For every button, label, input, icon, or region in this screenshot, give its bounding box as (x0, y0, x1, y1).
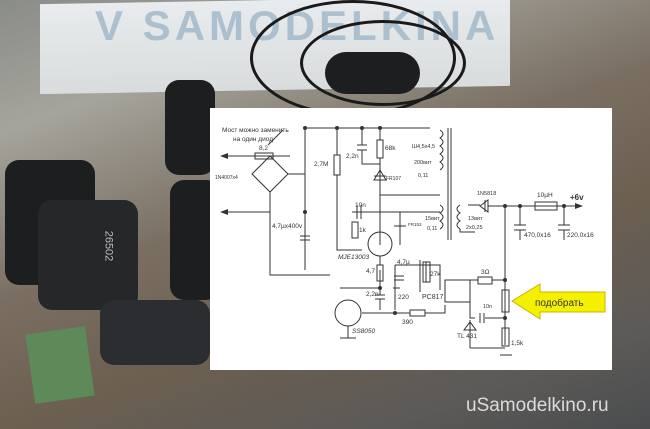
label-c-snubber: 2,2n (346, 153, 359, 160)
label-ref: TL 431 (457, 333, 477, 340)
label-r-snubber: 68k (385, 145, 396, 152)
label-primary-turns: 200вит (414, 160, 432, 166)
label-r-bottom: 1,5k (511, 340, 524, 347)
label-c-tl: 10n (483, 304, 492, 310)
circuit-diagram: Мост можно заменить на один диод 8,2 1N4… (215, 126, 606, 356)
device-label: 26502 (102, 230, 115, 262)
label-q-ctrl: SS8050 (352, 328, 376, 335)
schematic-panel: Мост можно заменить на один диод 8,2 1N4… (210, 108, 612, 370)
label-r-base: 1k (359, 227, 367, 234)
label-c-input: 4,7µx400v (272, 223, 303, 230)
label-output: +6v (570, 193, 584, 202)
label-r-390: 390 (402, 319, 413, 326)
label-transformer: Ш4,5x4,5 (412, 144, 435, 150)
cable (300, 20, 466, 106)
label-bridge: 1N4007x4 (215, 175, 238, 181)
green-board (25, 326, 95, 404)
device-mouse (325, 52, 420, 94)
label-r-emitter: 4,7 (366, 268, 375, 275)
label-r-start: 2,7M (314, 161, 328, 168)
label-c-out2: 220,0x16 (567, 232, 594, 239)
label-secondary-turns: 13вит (468, 216, 483, 222)
label-feedback-wire: 0,11 (427, 226, 437, 232)
charger: 26502 (38, 200, 138, 310)
label-primary-wire: 0,11 (418, 173, 428, 179)
label-d-out: 1N5818 (477, 191, 496, 197)
note-line1: Мост можно заменить (222, 127, 289, 134)
callout-label: подобрать (535, 297, 584, 309)
label-r-led: 3Ω (481, 269, 490, 276)
callout-arrow: подобрать (511, 283, 606, 320)
label-d-feedback: FR153 (408, 222, 422, 227)
label-c-out1: 470,0x16 (524, 232, 551, 239)
site-watermark: uSamodelkino.ru (466, 395, 609, 416)
label-c-feedback: 10n (355, 202, 366, 209)
label-d-snubber: FR107 (386, 176, 401, 182)
label-r-220: 220 (398, 294, 409, 301)
note-line2: на один диод (233, 136, 273, 143)
charger (165, 80, 215, 175)
label-q-main: MJE13003 (338, 254, 369, 261)
charger (100, 300, 210, 365)
label-r-fb2: 27k (430, 271, 441, 278)
label-optocoupler: PC817 (422, 294, 444, 301)
label-c-base2: 2,2n (366, 291, 379, 298)
label-c-fb2: 4,7µ (397, 259, 410, 266)
label-r-input: 8,2 (259, 145, 268, 152)
label-feedback-turns: 15вит (425, 216, 440, 222)
label-inductor: 10µH (537, 192, 553, 199)
label-secondary-wire: 2x0,25 (466, 225, 483, 231)
